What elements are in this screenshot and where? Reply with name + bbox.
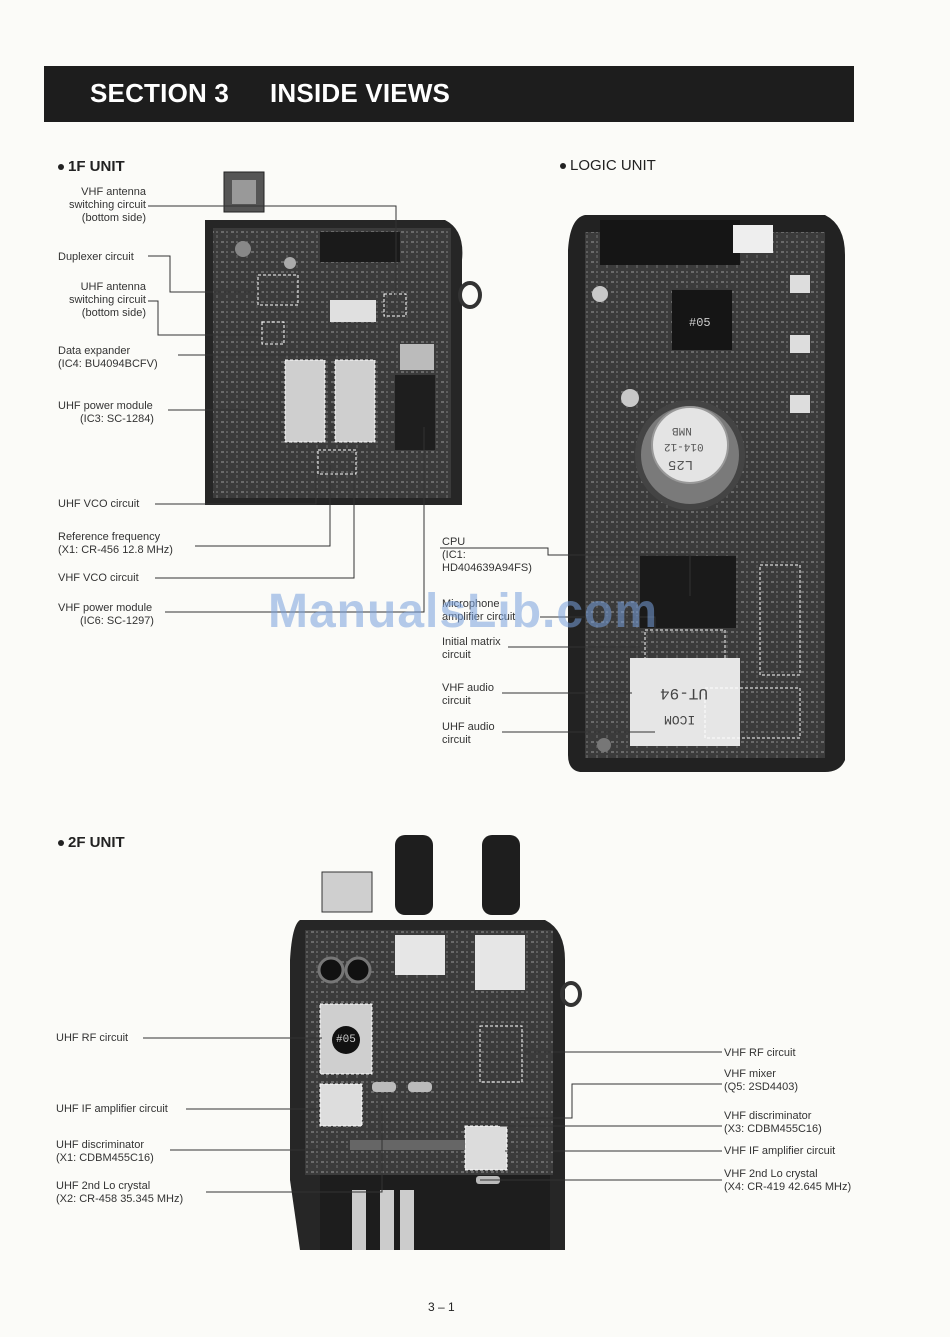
chip-mark-logic: #05 xyxy=(689,316,711,330)
label-uhf-rf: UHF RF circuit xyxy=(56,1032,129,1044)
unit-title-2f: 2F UNIT xyxy=(58,834,125,851)
photo-logic-unit xyxy=(568,215,845,772)
label-duplexer: Duplexer circuit xyxy=(58,251,134,263)
ut94-label: UT-94 xyxy=(660,684,709,702)
unit-title-logic: LOGIC UNIT xyxy=(560,157,656,174)
leader-lines-logic xyxy=(440,547,691,733)
label-uhf-audio: UHF audio circuit xyxy=(442,721,495,746)
label-vhf-audio: VHF audio circuit xyxy=(442,682,494,707)
bullet-icon xyxy=(560,163,566,170)
label-vhf-discriminator: VHF discriminator (X3: CDBM455C16) xyxy=(724,1110,822,1135)
leader-lines-1f xyxy=(148,205,425,613)
bullet-icon xyxy=(58,840,64,847)
label-vhf-rf: VHF RF circuit xyxy=(724,1047,796,1059)
label-vhf-power-module: VHF power module (IC6: SC-1297) xyxy=(58,602,154,627)
chip-mark-2f: #05 xyxy=(336,1034,356,1046)
unit-title-1f: 1F UNIT xyxy=(58,158,125,175)
leader-lines-2f xyxy=(143,1037,722,1193)
bullet-icon xyxy=(58,164,64,171)
speaker-mark-3: L25 xyxy=(668,456,694,472)
section-title: INSIDE VIEWS xyxy=(270,78,451,108)
speaker-mark-2: 014-12 xyxy=(664,440,704,452)
label-reference-frequency: Reference frequency (X1: CR-456 12.8 MHz… xyxy=(58,531,173,556)
label-vhf-antenna-switching: VHF antenna switching circuit (bottom si… xyxy=(68,186,146,224)
label-vhf-if-amplifier: VHF IF amplifier circuit xyxy=(724,1145,836,1157)
watermark: ManualsLib.com xyxy=(268,585,659,638)
section-banner: SECTION 3 INSIDE VIEWS xyxy=(44,66,854,122)
label-vhf-2nd-lo-crystal: VHF 2nd Lo crystal (X4: CR-419 42.645 MH… xyxy=(724,1168,852,1193)
label-microphone-amplifier: Microphone amplifier circuit xyxy=(442,598,516,623)
label-uhf-2nd-lo-crystal: UHF 2nd Lo crystal (X2: CR-458 35.345 MH… xyxy=(56,1180,184,1205)
label-uhf-vco: UHF VCO circuit xyxy=(58,498,140,510)
photo-1f-unit xyxy=(205,171,482,505)
icom-label: ICOM xyxy=(664,712,696,727)
speaker-mark-1: NMB xyxy=(672,424,692,436)
label-cpu: CPU (IC1: HD404639A94FS) xyxy=(442,536,532,574)
label-data-expander: Data expander (IC4: BU4094BCFV) xyxy=(58,345,158,370)
label-vhf-vco: VHF VCO circuit xyxy=(58,572,139,584)
page-number: 3 – 1 xyxy=(428,1300,455,1314)
label-initial-matrix: Initial matrix circuit xyxy=(442,636,501,661)
photo-2f-unit xyxy=(290,835,582,1250)
label-uhf-power-module: UHF power module (IC3: SC-1284) xyxy=(58,400,154,425)
label-vhf-mixer: VHF mixer (Q5: 2SD4403) xyxy=(724,1068,798,1093)
label-uhf-discriminator: UHF discriminator (X1: CDBM455C16) xyxy=(56,1139,154,1164)
section-number: SECTION 3 xyxy=(90,78,230,108)
label-uhf-antenna-switching: UHF antenna switching circuit (bottom si… xyxy=(68,281,146,319)
label-uhf-if-amplifier: UHF IF amplifier circuit xyxy=(56,1103,168,1115)
